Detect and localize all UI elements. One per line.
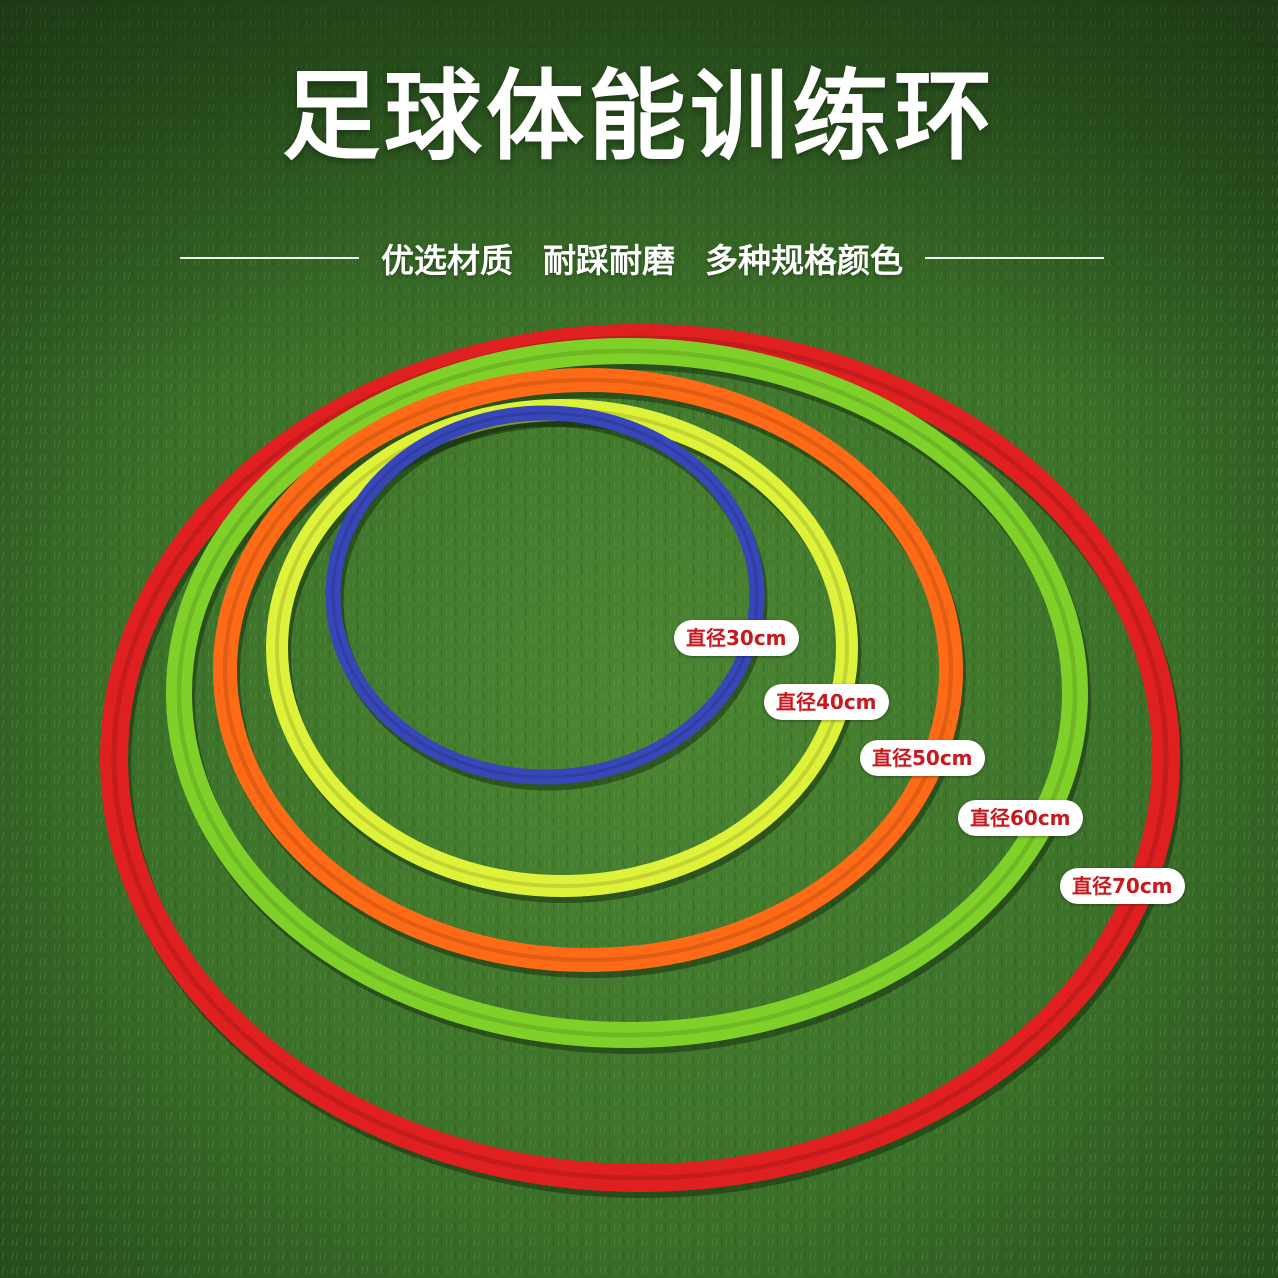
subtitle-divider-left (180, 257, 359, 259)
ring-50cm (213, 368, 963, 972)
subtitle-text: 优选材质 耐踩耐磨 多种规格颜色 (359, 234, 925, 282)
subtitle-item-sizes: 多种规格颜色 (705, 241, 903, 280)
ring-60cm-groove (176, 348, 1078, 1038)
ring-label-60: 直径60cm (958, 800, 1083, 836)
ring-70cm (100, 324, 1180, 1192)
ring-30cm-groove (331, 411, 759, 779)
ring-label-70: 直径70cm (1060, 868, 1185, 904)
ring-label-50: 直径50cm (860, 740, 985, 776)
training-rings (100, 324, 1183, 1198)
subtitle-item-durable: 耐踩耐磨 (543, 241, 675, 280)
ring-60cm (166, 338, 1088, 1048)
subtitle-row: 优选材质 耐踩耐磨 多种规格颜色 (180, 230, 1104, 286)
ring-70cm-groove (111, 335, 1169, 1181)
ring-label-30: 直径30cm (674, 620, 799, 656)
subtitle-divider-right (925, 257, 1104, 259)
page-title: 足球体能训练环 (281, 60, 996, 174)
ring-50cm-groove (222, 377, 954, 963)
ring-30cm (325, 405, 765, 785)
subtitle-item-material: 优选材质 (381, 241, 513, 280)
ring-label-40: 直径40cm (764, 684, 889, 720)
